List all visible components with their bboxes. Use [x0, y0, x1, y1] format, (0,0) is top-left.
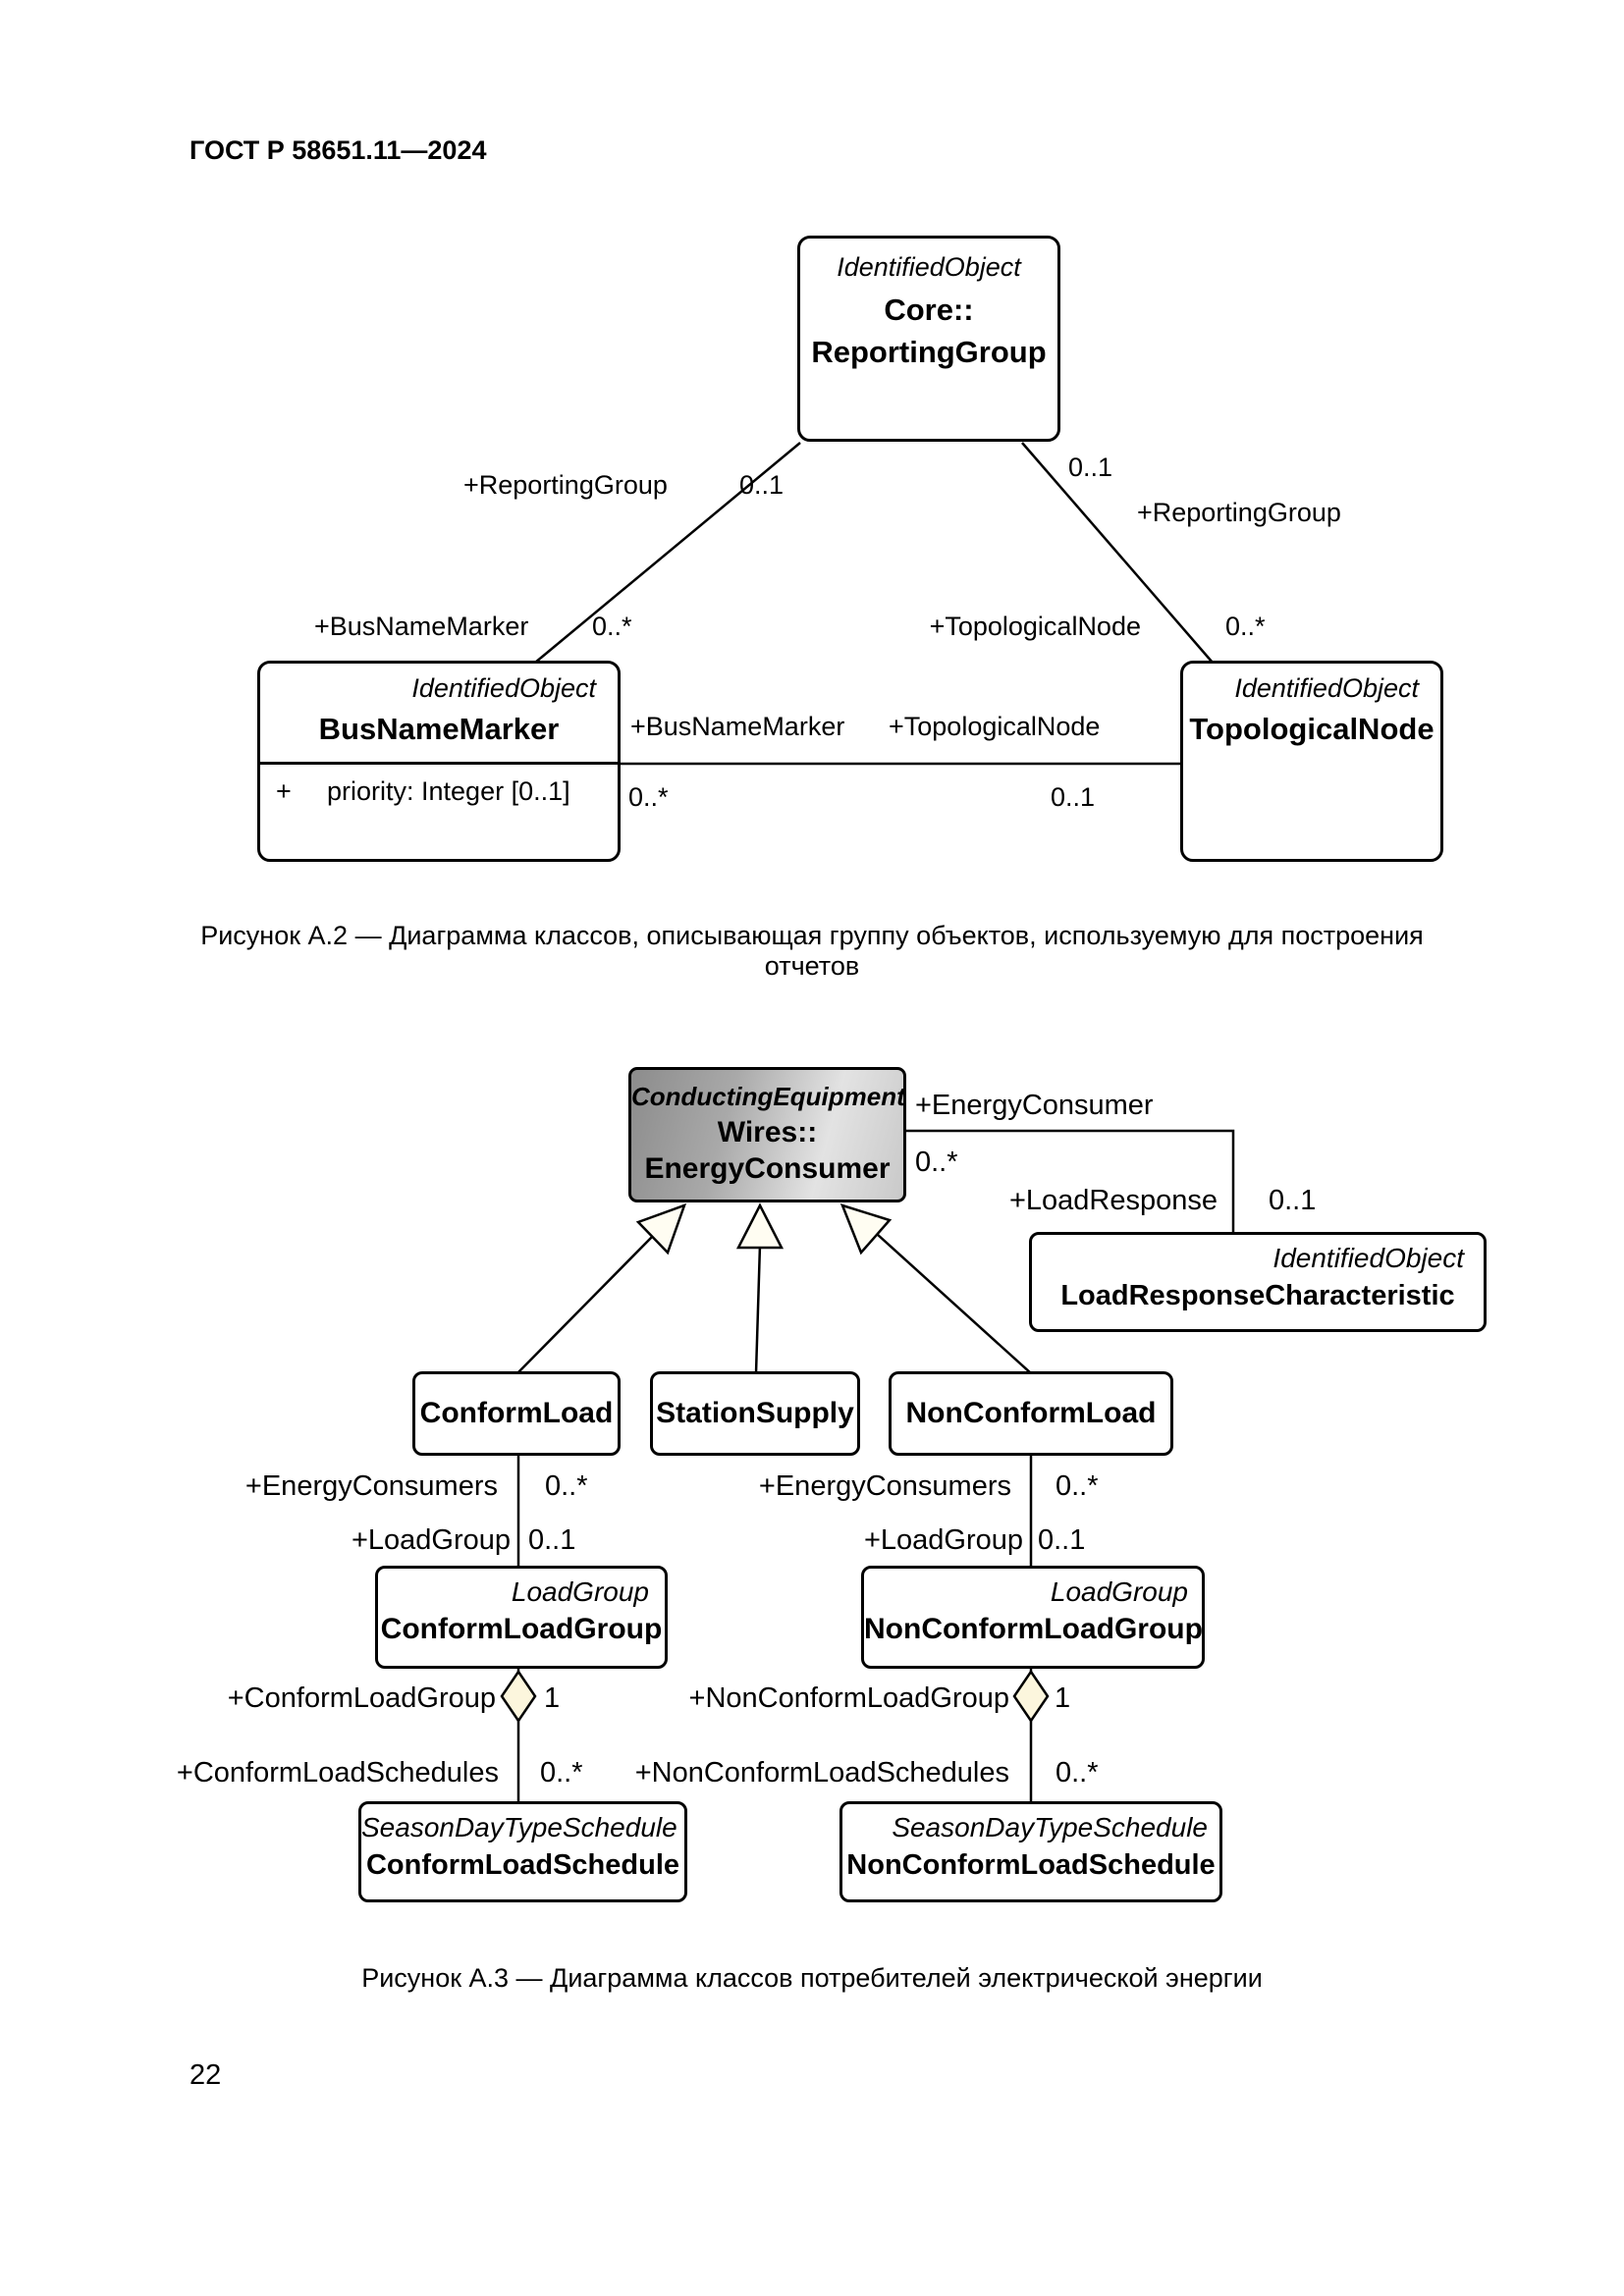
association-reportinggroup-busnamemarker — [534, 442, 801, 664]
class-box-energyconsumer: ConductingEquipment Wires:: EnergyConsum… — [628, 1067, 906, 1202]
generalization-arrow-left-icon — [635, 1202, 687, 1255]
attribute-visibility: + — [276, 776, 292, 806]
class-box-topologicalnode: IdentifiedObject TopologicalNode — [1180, 661, 1443, 862]
class-name: BusNameMarker — [318, 712, 560, 746]
generalization-arrow-right-icon — [839, 1203, 893, 1255]
class-box-stationsupply: StationSupply — [650, 1371, 860, 1456]
cardinality-label: 0..1 — [1068, 453, 1113, 482]
role-label: +ConformLoadSchedules — [176, 1757, 499, 1789]
role-label: +LoadGroup — [351, 1524, 511, 1556]
class-box-conformload: ConformLoad — [412, 1371, 621, 1456]
page-number: 22 — [189, 2059, 222, 2091]
class-box-busnamemarker: IdentifiedObject BusNameMarker + priorit… — [257, 661, 621, 862]
stereotype-label: IdentifiedObject — [411, 673, 596, 703]
role-label: +BusNameMarker — [314, 612, 529, 641]
class-name: TopologicalNode — [1189, 712, 1435, 746]
cardinality-label: 0..1 — [528, 1524, 576, 1556]
class-box-reportinggroup: IdentifiedObject Core:: ReportingGroup — [797, 236, 1060, 442]
role-label: +LoadGroup — [863, 1524, 1023, 1556]
role-label: +ConformLoadGroup — [227, 1682, 496, 1714]
cardinality-label: 1 — [1055, 1682, 1071, 1714]
role-label: +NonConformLoadGroup — [688, 1682, 1009, 1714]
generalization-line-nonconformload — [876, 1233, 1032, 1374]
cardinality-label: 0..* — [1225, 612, 1266, 641]
stereotype-label: LoadGroup — [1050, 1576, 1188, 1607]
cardinality-label: 0..* — [628, 782, 669, 812]
stereotype-label: SeasonDayTypeSchedule — [361, 1812, 677, 1842]
stereotype-label: IdentifiedObject — [1272, 1243, 1464, 1273]
stereotype-label: SeasonDayTypeSchedule — [892, 1812, 1208, 1842]
cardinality-label: 0..1 — [1051, 782, 1096, 812]
role-label: +NonConformLoadSchedules — [634, 1757, 1009, 1789]
generalization-line-conformload — [516, 1235, 654, 1374]
stereotype-label: IdentifiedObject — [1234, 673, 1419, 703]
cardinality-label: 0..1 — [1038, 1524, 1086, 1556]
cardinality-label: 0..1 — [739, 470, 785, 500]
figure-a3-caption: Рисунок А.3 — Диаграмма классов потребит… — [361, 1963, 1263, 1993]
role-label: +BusNameMarker — [630, 712, 845, 741]
role-label: +ReportingGroup — [463, 470, 668, 500]
class-name: LoadResponseCharacteristic — [1060, 1280, 1455, 1311]
cardinality-label: 0..* — [915, 1147, 958, 1178]
cardinality-label: 0..* — [1056, 1470, 1099, 1502]
class-name: ConformLoadGroup — [380, 1613, 663, 1645]
role-label: +EnergyConsumers — [244, 1470, 498, 1502]
association-energyconsumer-loadresponse — [904, 1129, 1235, 1235]
class-box-nonconformloadgroup: LoadGroup NonConformLoadGroup — [861, 1566, 1205, 1669]
stereotype-label: ConductingEquipment — [631, 1082, 905, 1111]
aggregation-diamond-right-icon — [1012, 1669, 1050, 1724]
document-header: ГОСТ Р 58651.11—2024 — [189, 135, 487, 165]
role-label: +EnergyConsumers — [758, 1470, 1011, 1502]
class-box-nonconformload: NonConformLoad — [889, 1371, 1173, 1456]
class-name: EnergyConsumer — [644, 1152, 891, 1185]
cardinality-label: 0..1 — [1269, 1185, 1317, 1216]
cardinality-label: 0..* — [545, 1470, 588, 1502]
generalization-line-stationsupply — [754, 1244, 762, 1374]
role-label: +EnergyConsumer — [915, 1090, 1154, 1121]
cardinality-label: 0..* — [592, 612, 632, 641]
class-name: ReportingGroup — [811, 335, 1047, 369]
class-name: ConformLoadSchedule — [365, 1849, 679, 1881]
class-header: IdentifiedObject BusNameMarker — [260, 664, 618, 765]
class-name: ConformLoad — [419, 1397, 614, 1429]
class-package: Core:: — [884, 293, 974, 327]
role-label: +TopologicalNode — [889, 712, 1101, 741]
class-box-loadresponsecharacteristic: IdentifiedObject LoadResponseCharacteris… — [1029, 1232, 1487, 1332]
class-name: NonConformLoadSchedule — [846, 1849, 1216, 1881]
generalization-arrow-middle-icon — [735, 1202, 785, 1250]
attribute-row: + priority: Integer [0..1] — [260, 765, 618, 807]
aggregation-diamond-left-icon — [500, 1669, 537, 1724]
role-label: +ReportingGroup — [1137, 498, 1341, 527]
cardinality-label: 0..* — [1056, 1757, 1099, 1789]
cardinality-label: 0..* — [540, 1757, 583, 1789]
class-name: NonConformLoad — [905, 1397, 1157, 1429]
class-package: Wires:: — [717, 1116, 818, 1148]
stereotype-label: IdentifiedObject — [837, 252, 1021, 282]
class-box-conformloadschedule: SeasonDayTypeSchedule ConformLoadSchedul… — [358, 1801, 687, 1902]
stereotype-label: LoadGroup — [511, 1576, 649, 1607]
role-label: +TopologicalNode — [929, 612, 1141, 641]
class-name: StationSupply — [656, 1397, 854, 1429]
cardinality-label: 1 — [544, 1682, 561, 1714]
attribute-text: priority: Integer [0..1] — [327, 776, 570, 806]
class-name: NonConformLoadGroup — [864, 1613, 1203, 1645]
role-label: +LoadResponse — [1008, 1185, 1218, 1216]
figure-a2-caption: Рисунок А.2 — Диаграмма классов, описыва… — [200, 921, 1424, 981]
association-reportinggroup-topologicalnode — [1021, 442, 1214, 664]
class-box-nonconformloadschedule: SeasonDayTypeSchedule NonConformLoadSche… — [839, 1801, 1222, 1902]
class-box-conformloadgroup: LoadGroup ConformLoadGroup — [375, 1566, 668, 1669]
